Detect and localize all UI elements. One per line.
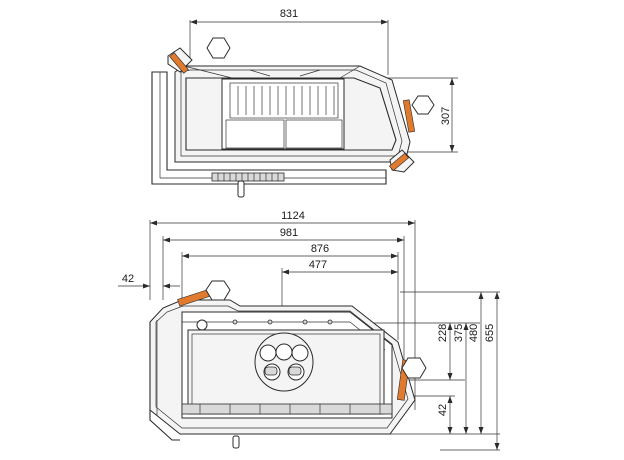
dim-width-top-label: 831 <box>280 8 298 20</box>
knob-left-front <box>205 280 231 301</box>
rail-ticks <box>217 173 279 181</box>
dim-body-height-label: 480 <box>468 324 480 342</box>
dim-glass-width-label: 876 <box>311 243 329 255</box>
dim-heights: 228 375 480 655 42 <box>355 291 500 451</box>
top-view: 831 307 <box>151 8 458 198</box>
dim-outlet-height-label: 228 <box>437 324 449 342</box>
dim-glass-width: 876 <box>181 243 399 340</box>
air-outlets <box>254 332 314 392</box>
dim-bottom-offset-label: 42 <box>437 404 449 416</box>
grille-slots-top <box>237 86 335 115</box>
knob-right-front <box>401 357 427 379</box>
front-view: 1124 981 876 477 <box>118 210 500 451</box>
dim-overall-height-label: 655 <box>484 324 496 342</box>
knob-left-top <box>206 37 231 59</box>
dim-body-width: 981 <box>162 227 405 360</box>
knob-right-top <box>411 95 435 115</box>
dim-overall-width-label: 1124 <box>281 210 305 222</box>
dim-glass-height-label: 375 <box>453 324 465 342</box>
dim-outlet-offset: 477 <box>281 259 398 340</box>
dim-outlet-offset-label: 477 <box>309 259 327 271</box>
dim-depth-top: 307 <box>380 77 458 153</box>
left-hinge-front <box>177 280 231 307</box>
dim-depth-top-label: 307 <box>440 107 452 125</box>
dim-left-offset-label: 42 <box>122 273 134 285</box>
bottom-rail-slots <box>199 404 381 414</box>
dim-width-top: 831 <box>189 8 389 75</box>
dim-left-offset: 42 <box>118 273 180 289</box>
dim-body-width-label: 981 <box>280 227 298 239</box>
right-hinge-front <box>396 357 427 401</box>
left-hinge-top <box>167 37 231 74</box>
right-hinge-top <box>388 95 435 173</box>
